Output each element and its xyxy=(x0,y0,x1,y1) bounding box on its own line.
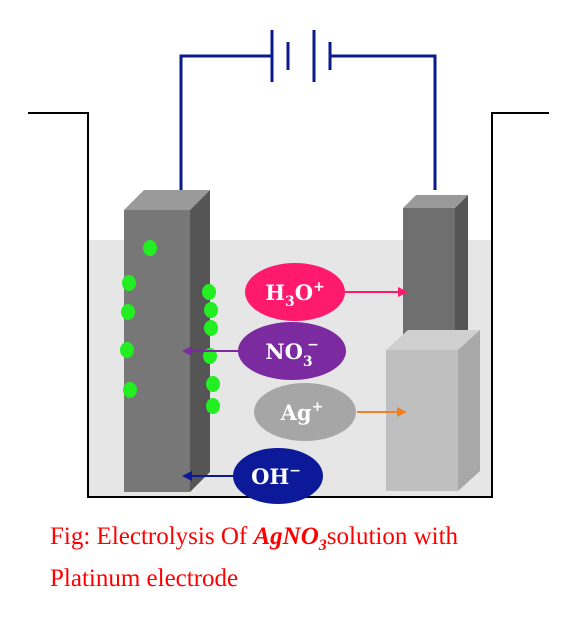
svg-text:H3O+: H3O+ xyxy=(265,279,325,310)
svg-text:NO3: NO3 xyxy=(265,339,312,370)
ag-ion: Ag+ xyxy=(254,383,356,441)
oh-ion: OH− xyxy=(233,448,323,504)
caption-formula: AgNO3 xyxy=(253,523,327,554)
svg-text:Ag+: Ag+ xyxy=(280,399,324,425)
silver-deposit xyxy=(386,330,480,491)
h3o-arrow xyxy=(345,287,408,297)
oxygen-bubbles xyxy=(120,240,220,414)
right-electrode xyxy=(403,195,468,346)
battery-icon xyxy=(270,30,332,82)
wire-left xyxy=(179,54,272,190)
figure-caption: Fig: Electrolysis Of AgNO3solution with … xyxy=(50,520,550,595)
caption-prefix: Fig: Electrolysis Of xyxy=(50,523,254,550)
wire-right xyxy=(330,54,437,190)
h3o-ion: H3O+ xyxy=(245,263,345,321)
ag-arrow xyxy=(357,407,407,417)
caption-suffix: solution with xyxy=(326,523,459,550)
caption-line-1: Fig: Electrolysis Of AgNO3solution with xyxy=(50,520,550,562)
oh-arrow xyxy=(182,471,233,481)
caption-line-2: Platinum electrode xyxy=(50,565,239,592)
svg-text:−: − xyxy=(307,337,319,353)
left-electrode xyxy=(124,190,210,492)
svg-text:OH−: OH− xyxy=(251,463,301,489)
no3-arrow xyxy=(182,346,238,356)
no3-ion: NO3 − xyxy=(238,322,346,380)
